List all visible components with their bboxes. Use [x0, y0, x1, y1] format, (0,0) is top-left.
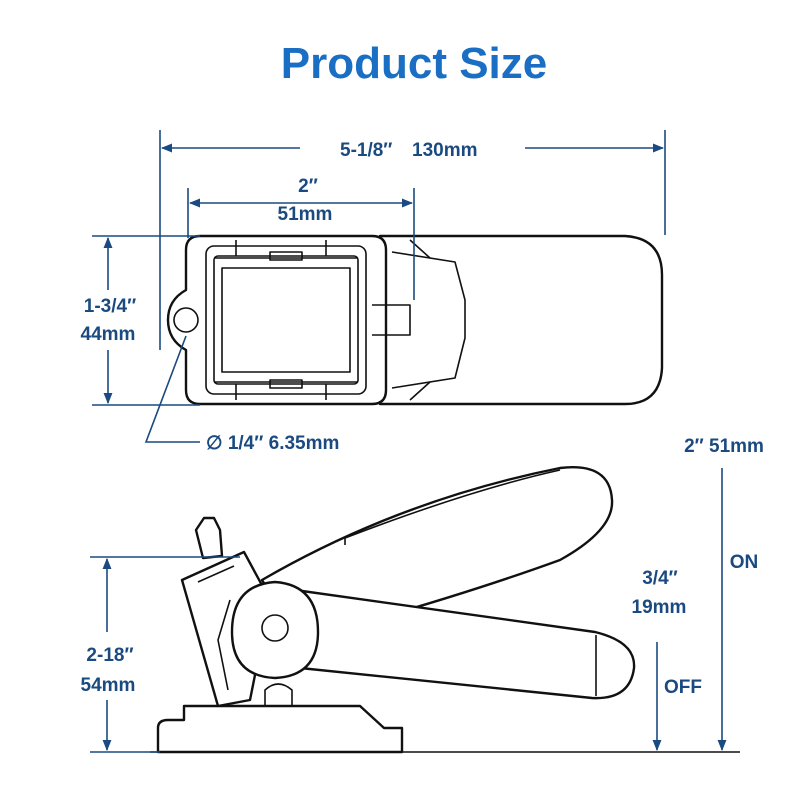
- dim-overall-length: 5-1/8″ 130mm: [159, 130, 666, 350]
- dim-hole-diameter: ∅ 1/4″ 6.35mm: [144, 335, 339, 454]
- top-height-mm: 44mm: [81, 324, 136, 345]
- dim-float-height: 2″ 51mm ON: [684, 436, 764, 752]
- dim-housing-width: 2″ 51mm: [187, 176, 415, 300]
- dim-top-height: 1-3/4″ 44mm: [81, 235, 200, 406]
- travel-inch: 3/4″: [642, 568, 678, 589]
- state-on-label: ON: [730, 552, 759, 573]
- dim-side-height: 2-18″ 54mm: [81, 556, 240, 753]
- dim-travel: 3/4″ 19mm OFF: [632, 568, 702, 752]
- top-height-inch: 1-3/4″: [84, 296, 136, 317]
- float-height-label: 2″ 51mm: [684, 436, 764, 457]
- page-title: Product Size: [281, 39, 548, 88]
- side-view-drawing: [150, 466, 740, 754]
- side-height-mm: 54mm: [81, 675, 136, 696]
- overall-length-inch: 5-1/8″: [340, 140, 392, 161]
- state-off-label: OFF: [664, 677, 702, 698]
- overall-length-mm: 130mm: [412, 140, 478, 161]
- housing-width-inch: 2″: [298, 176, 318, 197]
- top-view-drawing: [166, 234, 664, 406]
- mounting-hole: [173, 307, 199, 333]
- travel-mm: 19mm: [632, 597, 687, 618]
- housing-width-mm: 51mm: [278, 204, 333, 225]
- hole-diameter-label: ∅ 1/4″ 6.35mm: [206, 433, 339, 454]
- side-height-inch: 2-18″: [86, 645, 133, 666]
